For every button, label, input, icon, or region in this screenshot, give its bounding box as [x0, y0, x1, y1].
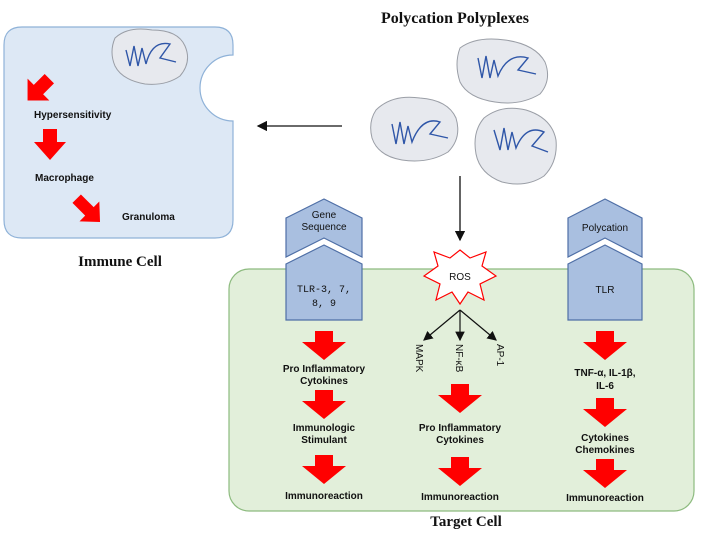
- tlr-3789-label-line1: TLR-3, 7,: [297, 285, 351, 296]
- macrophage-label: Macrophage: [35, 173, 94, 184]
- polyplex-icon: [370, 96, 459, 162]
- red-arrow-icon: [583, 331, 627, 360]
- polyplex-icon: [474, 107, 557, 185]
- gene-sequence-label-line1: Gene: [312, 210, 337, 221]
- red-arrow-icon: [438, 457, 482, 486]
- immune-cell-body: [3, 26, 234, 239]
- ap1-label: AP-1: [494, 344, 505, 367]
- immunologic-stimulant-line1: Immunologic: [293, 423, 356, 434]
- left-immunoreaction: Immunoreaction: [285, 491, 363, 502]
- tlr-receptor: TLR: [567, 244, 643, 321]
- right-immunoreaction: Immunoreaction: [566, 493, 644, 504]
- middle-pro-inflammatory-line1: Pro Inflammatory: [419, 423, 502, 434]
- hypersensitivity-label: Hypersensitivity: [34, 110, 112, 121]
- arrow-to-mapk: [423, 309, 461, 341]
- tlr-label: TLR: [596, 285, 615, 296]
- middle-immunoreaction: Immunoreaction: [421, 492, 499, 503]
- polycation-house: Polycation: [567, 198, 643, 258]
- red-arrow-icon: [72, 194, 101, 223]
- red-arrow-icon: [302, 331, 346, 360]
- polycation-label: Polycation: [582, 223, 628, 234]
- left-pro-inflammatory-line2: Cytokines: [300, 376, 348, 387]
- red-arrow-icon: [302, 390, 346, 419]
- red-arrow-icon: [34, 129, 66, 160]
- cytokines-chemokines-line2: Chemokines: [575, 445, 635, 456]
- red-arrow-icon: [583, 398, 627, 427]
- tnf-il-line2: IL-6: [596, 381, 614, 392]
- cytokines-chemokines-line1: Cytokines: [581, 433, 629, 444]
- tlr-3789-receptor: TLR-3, 7, 8, 9: [285, 244, 363, 321]
- mapk-label: MAPK: [413, 344, 424, 373]
- red-arrow-icon: [583, 459, 627, 488]
- nfkb-label: NF-κB: [453, 344, 464, 373]
- red-arrow-icon: [438, 384, 482, 413]
- tnf-il-line1: TNF-α, IL-1β,: [574, 368, 635, 379]
- target-cell-label: Target Cell: [430, 514, 502, 530]
- left-pro-inflammatory-line1: Pro Inflammatory: [283, 364, 366, 375]
- polyplex-icon: [456, 38, 549, 104]
- arrow-to-ap1: [459, 309, 497, 341]
- immunologic-stimulant-line2: Stimulant: [301, 435, 347, 446]
- red-arrow-icon: [302, 455, 346, 484]
- granuloma-label: Granuloma: [122, 212, 175, 223]
- gene-sequence-house: Gene Sequence: [285, 198, 363, 258]
- ros-burst: ROS: [422, 249, 498, 306]
- immune-cell: Immune Cell Hypersensitivity Macrophage …: [3, 26, 234, 270]
- immune-cell-label: Immune Cell: [78, 254, 162, 270]
- diagram-title: Polycation Polyplexes: [381, 10, 529, 27]
- gene-sequence-label-line2: Sequence: [301, 222, 346, 233]
- red-arrow-icon: [27, 73, 55, 101]
- ros-label: ROS: [449, 272, 471, 283]
- tlr-3789-label-line2: 8, 9: [312, 299, 336, 310]
- middle-pro-inflammatory-line2: Cytokines: [436, 435, 484, 446]
- polyplex-icon: [111, 28, 189, 85]
